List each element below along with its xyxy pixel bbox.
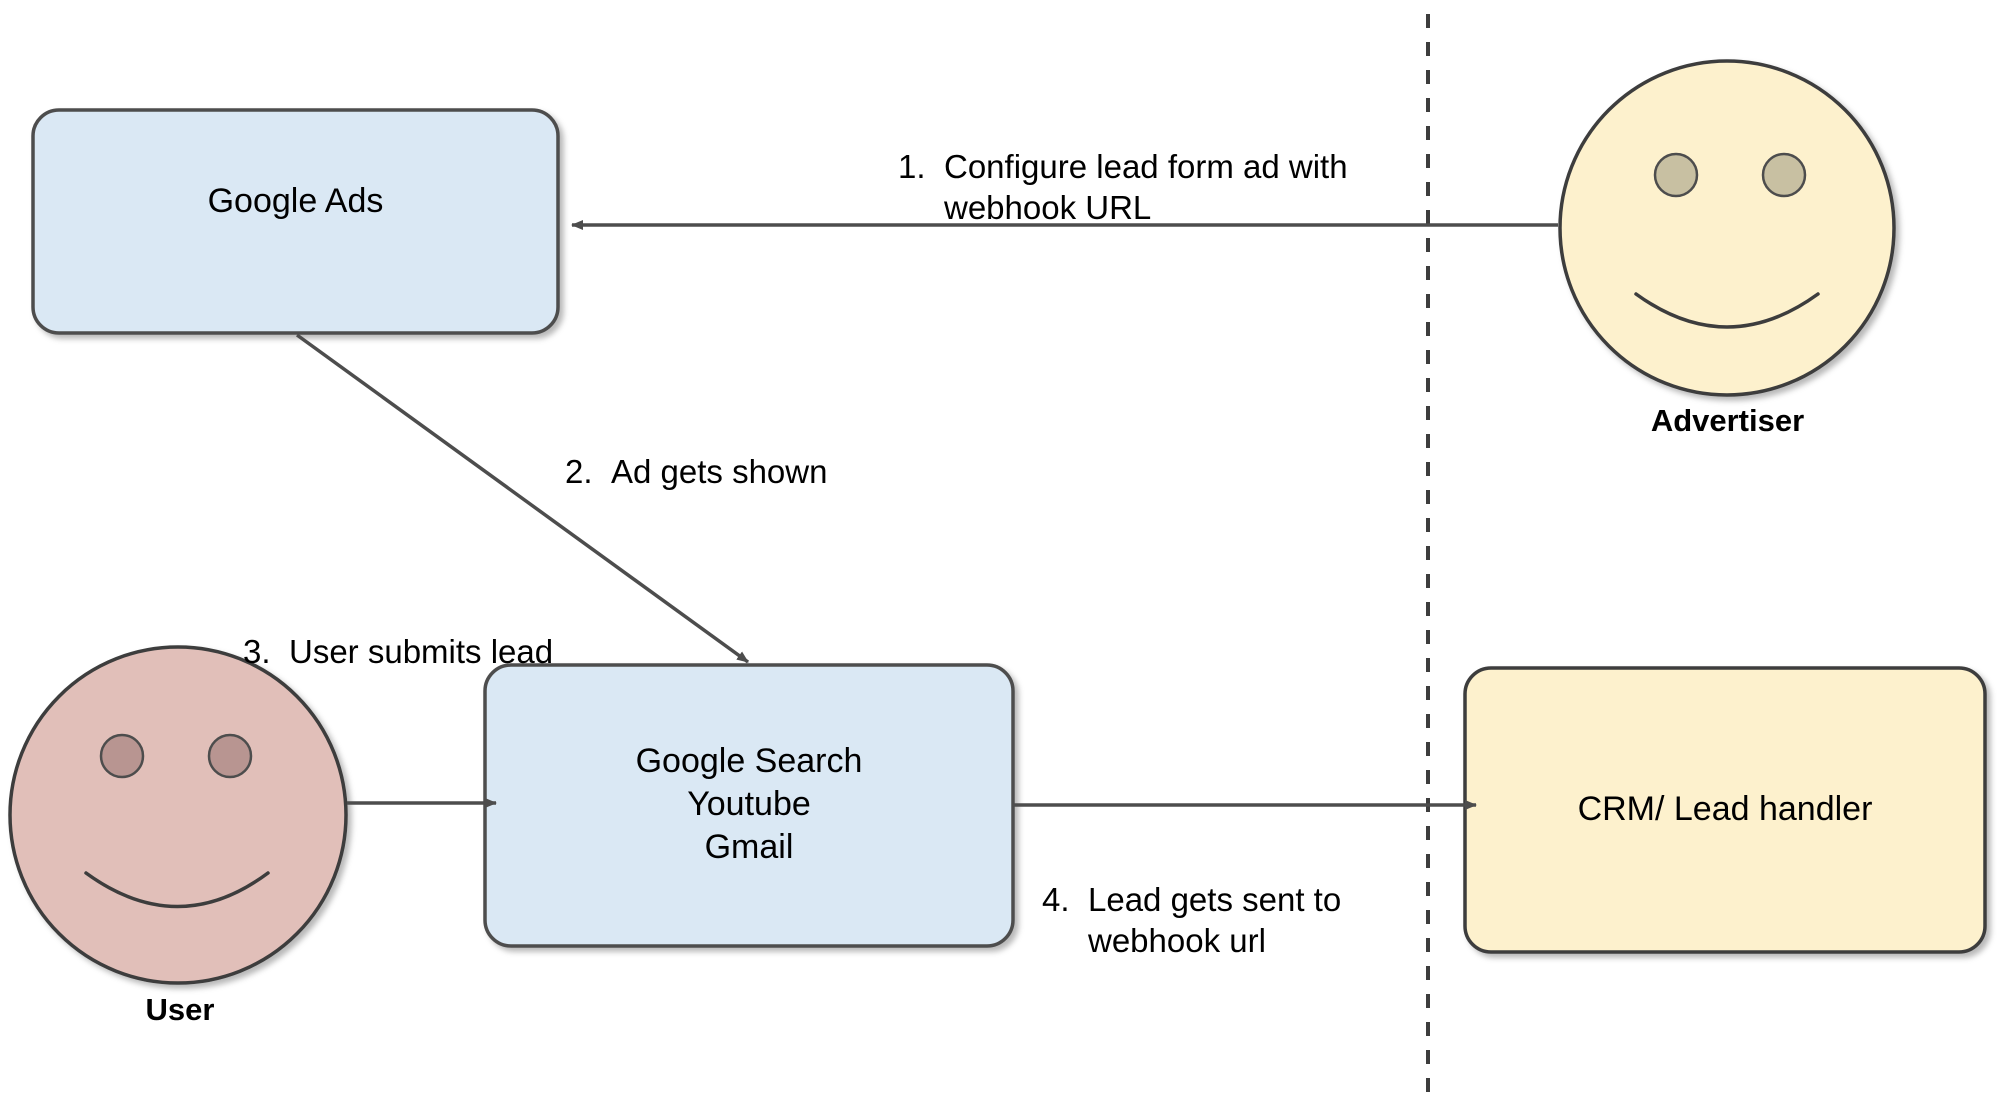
edge-label-step-4-text: Lead gets sent to webhook url <box>1088 881 1342 959</box>
edge-label-step-3-text: User submits lead <box>289 633 554 670</box>
edge-label-step-1: 1. Configure lead form ad with webhook UR… <box>898 105 1398 228</box>
edge-label-step-4: 4. Lead gets sent to webhook url <box>1042 838 1412 961</box>
user-right-eye-icon <box>207 733 253 779</box>
node-crm[interactable] <box>1463 666 1987 954</box>
user-smile-icon <box>84 871 270 909</box>
advertiser-face-circle <box>1558 59 1896 397</box>
user-caption: User <box>145 992 215 1027</box>
edge-label-step-2-number: 2. <box>565 453 593 490</box>
advertiser-left-eye-icon <box>1653 152 1699 198</box>
google-ads-box-shape <box>31 108 560 335</box>
advertiser-right-eye-icon <box>1761 152 1807 198</box>
node-user[interactable] <box>8 645 348 985</box>
google-properties-box-shape <box>483 663 1015 948</box>
edge-label-step-4-number: 4. <box>1042 881 1070 918</box>
advertiser-smile-icon <box>1634 292 1820 329</box>
edge-label-step-2: 2. Ad gets shown <box>565 410 965 492</box>
edge-label-step-1-number: 1. <box>898 148 926 185</box>
node-advertiser[interactable] <box>1558 59 1896 397</box>
user-left-eye-icon <box>99 733 145 779</box>
advertiser-caption: Advertiser <box>1650 403 1805 438</box>
edge-label-step-3-number: 3. <box>243 633 271 670</box>
edge-google-ads-to-google-properties <box>295 333 750 664</box>
node-google-ads[interactable] <box>31 108 560 335</box>
edge-label-step-3: 3. User submits lead <box>243 590 643 672</box>
edge-label-step-1-text: Configure lead form ad with webhook URL <box>944 148 1348 226</box>
crm-box-shape <box>1463 666 1987 954</box>
node-google-properties[interactable] <box>483 663 1015 948</box>
user-face-circle <box>8 645 348 985</box>
edge-label-step-2-text: Ad gets shown <box>611 453 828 490</box>
